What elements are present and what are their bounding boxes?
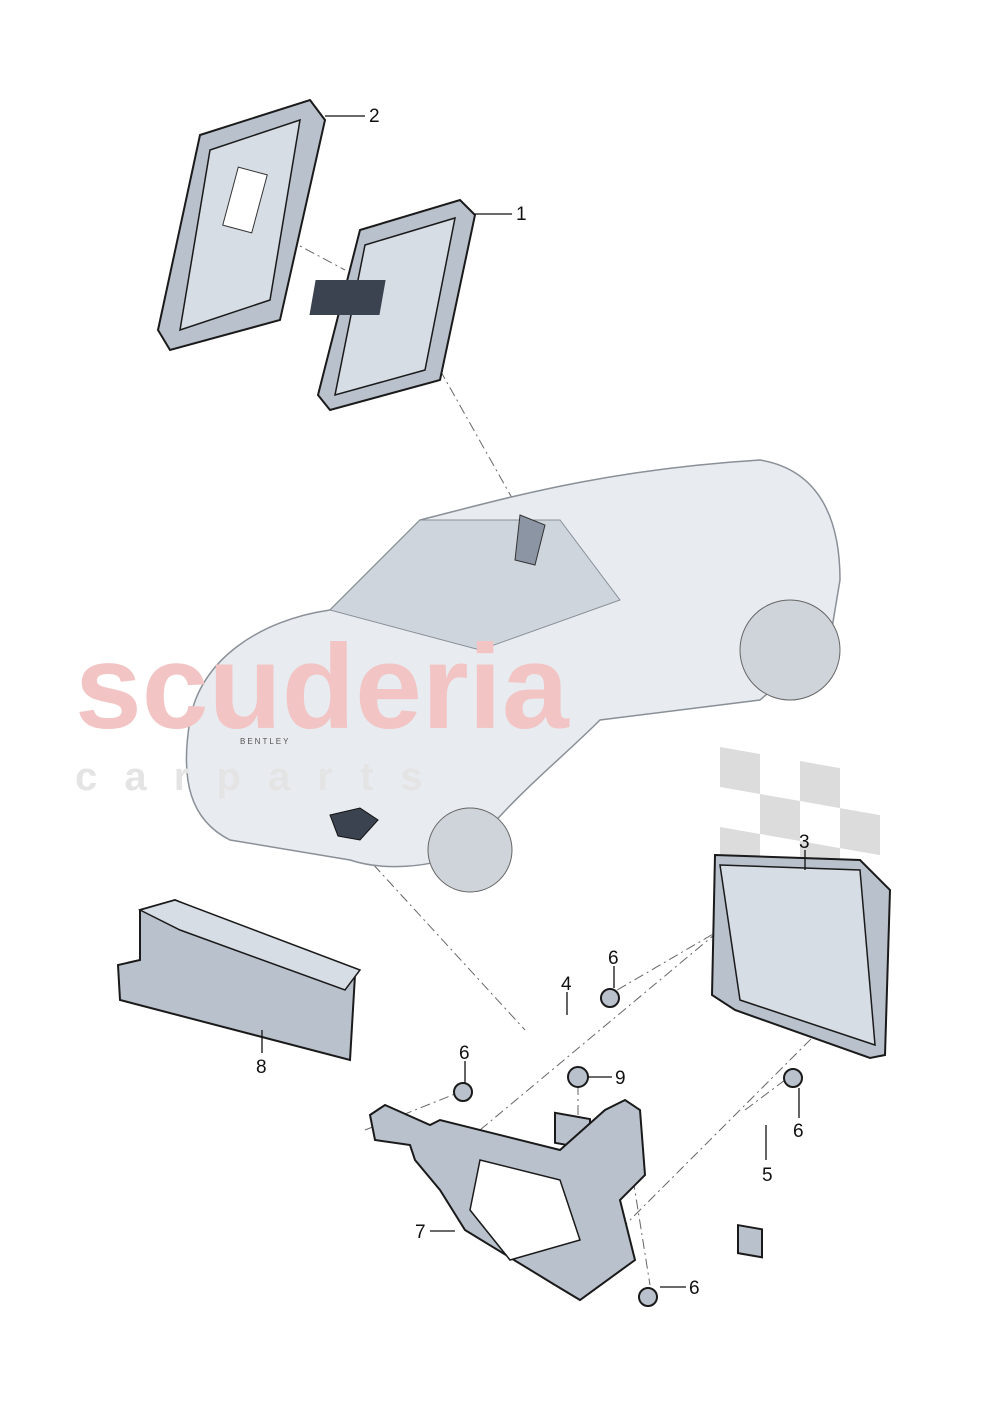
callout-1: 1: [516, 204, 527, 225]
watermark-sub: c a r p a r t s: [75, 755, 431, 799]
nut-6[interactable]: [453, 1082, 473, 1102]
nuts: [453, 988, 803, 1307]
callout-6: 6: [608, 948, 619, 969]
callout-3: 3: [799, 832, 810, 853]
part-8-cover-plate[interactable]: [116, 898, 362, 1062]
part-3-control-unit[interactable]: [710, 853, 892, 1060]
callout-8: 8: [256, 1057, 267, 1078]
callout-6: 6: [689, 1278, 700, 1299]
car-badge: BENTLEY: [240, 737, 290, 746]
callout-9: 9: [615, 1068, 626, 1089]
callout-6: 6: [459, 1043, 470, 1064]
callouts: 2 1 3 4 6 6 9 8 6 5 7 6: [256, 106, 810, 1299]
callout-2: 2: [369, 106, 380, 127]
callout-7: 7: [415, 1222, 426, 1243]
watermark-brand: scuderia: [75, 620, 570, 754]
nut-9[interactable]: [567, 1066, 589, 1088]
nut-6[interactable]: [783, 1068, 803, 1088]
part-7-carrier-bracket[interactable]: [368, 1098, 647, 1302]
part-2-mounting-bracket[interactable]: [156, 98, 327, 352]
part-1-control-unit[interactable]: [309, 198, 477, 412]
nut-6[interactable]: [638, 1287, 658, 1307]
car-bentley-convertible: [185, 459, 841, 893]
callout-4: 4: [561, 974, 572, 995]
part-5-clip[interactable]: [737, 1223, 763, 1259]
control-unit-location: [514, 514, 546, 566]
nut-6[interactable]: [600, 988, 620, 1008]
callout-6: 6: [793, 1121, 804, 1142]
callout-5: 5: [762, 1165, 773, 1186]
